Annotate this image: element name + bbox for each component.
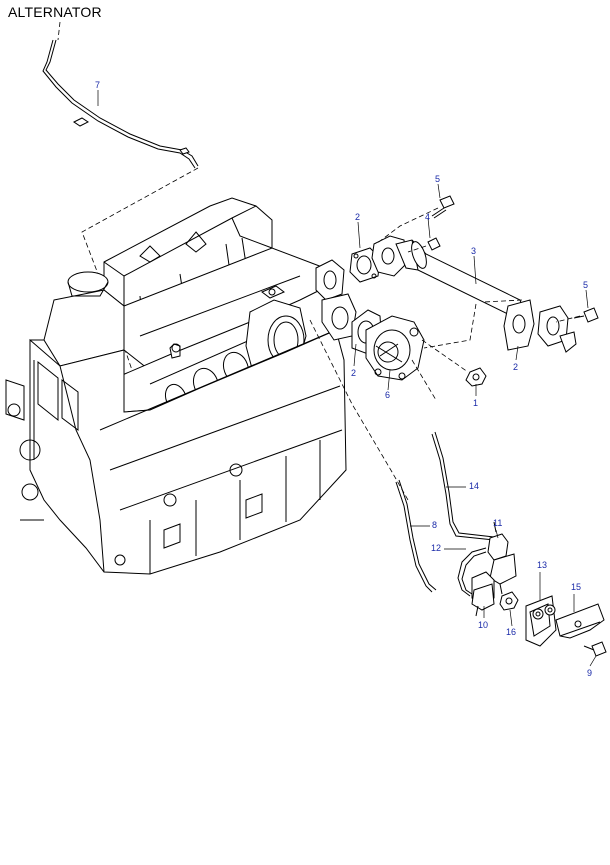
assembly-lines — [309, 207, 581, 501]
callout-2-right: 2 — [513, 362, 519, 372]
callout-8: 8 — [432, 520, 438, 530]
callout-7: 7 — [95, 80, 101, 90]
part-10-solenoid — [471, 571, 495, 617]
callout-6: 6 — [385, 390, 391, 400]
part-4-washer — [427, 237, 441, 251]
callout-5-right: 5 — [583, 280, 589, 290]
callout-1: 1 — [473, 398, 479, 408]
callout-13: 13 — [537, 560, 548, 570]
part-16-washer — [499, 591, 519, 611]
part-8-pipe — [395, 479, 437, 593]
callout-2-lower: 2 — [351, 368, 357, 378]
callout-3: 3 — [471, 246, 477, 256]
callout-10: 10 — [478, 620, 489, 630]
part-13-bracket — [525, 595, 557, 647]
diagram-title: ALTERNATOR — [8, 4, 102, 20]
part-3-pipe — [371, 235, 535, 351]
callout-4: 4 — [425, 212, 431, 222]
part-1-nut — [465, 367, 487, 387]
leader-lines — [97, 90, 597, 667]
part-15-plate — [555, 603, 605, 639]
part-9-bolt — [583, 641, 607, 657]
engine-block — [5, 197, 347, 575]
callout-11: 11 — [493, 518, 503, 528]
callout-16: 16 — [506, 627, 517, 637]
part-12-hose — [457, 547, 487, 597]
callout-15: 15 — [571, 582, 582, 592]
part-11-solenoid — [487, 521, 517, 595]
part-5-bolt-upper — [431, 195, 455, 219]
part-14-pipe — [431, 431, 495, 541]
callout-9: 9 — [587, 668, 593, 678]
exhaust-flange — [315, 259, 357, 341]
part-5-bolt-right — [573, 307, 599, 323]
callout-5-upper: 5 — [435, 174, 441, 184]
part-2-gasket-right — [537, 305, 577, 353]
callout-12: 12 — [431, 543, 442, 553]
part-6-valve — [365, 315, 425, 381]
callout-14: 14 — [469, 481, 480, 491]
callout-2-upper: 2 — [355, 212, 361, 222]
